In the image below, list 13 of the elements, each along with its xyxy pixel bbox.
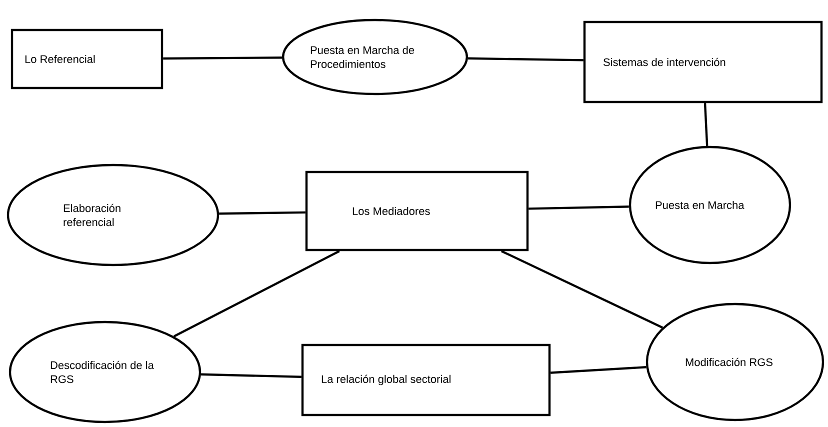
connector-line (468, 57, 584, 62)
connector-line (163, 56, 282, 60)
connector-line (173, 250, 340, 338)
process-box: Sistemas de intervención (583, 20, 823, 104)
process-box: Los Mediadores (305, 170, 529, 252)
connector-line (550, 366, 646, 374)
connector-line (500, 250, 664, 329)
connector-line (704, 103, 708, 146)
connector-line (528, 206, 629, 210)
process-box: Lo Referencial (10, 28, 164, 90)
process-box: La relación global sectorial (301, 344, 551, 416)
connector-line (200, 373, 302, 378)
connector-line (219, 211, 306, 215)
